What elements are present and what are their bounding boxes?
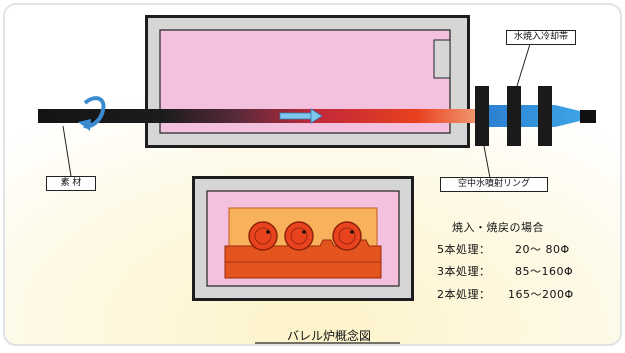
processing-heading: 焼入・焼戻の場合 [452, 221, 544, 234]
bar-exit [580, 110, 596, 123]
diagram-caption: バレル炉概念図 [287, 329, 372, 343]
processing-row-range: 85～160Φ [515, 265, 574, 278]
processing-row-label: 5本処理： [437, 243, 491, 256]
furnace-door-notch [433, 39, 451, 79]
ring-3 [538, 86, 552, 146]
label-cooling-section: 水焼入冷却帯 [506, 30, 576, 45]
water-spray-zone [483, 105, 580, 127]
leader-ring [483, 145, 491, 179]
ring-1 [475, 86, 489, 146]
processing-row-range: 20～ 80Φ [515, 243, 570, 256]
leader-cooling [516, 43, 531, 87]
cooling-rings [475, 86, 552, 146]
top-furnace [145, 15, 470, 148]
leader-material [62, 125, 72, 177]
rotation-arrow-icon [78, 96, 106, 131]
processing-row-label: 2本処理： [437, 288, 491, 301]
label-material: 素 材 [46, 176, 96, 191]
heated-bar [38, 109, 483, 123]
processing-row-range: 165～200Φ [508, 288, 574, 301]
label-water-ring: 空中水噴射リング [440, 177, 548, 192]
travel-arrow-icon [279, 108, 323, 124]
processing-row-label: 3本処理： [437, 265, 491, 278]
bar-cross-sections [248, 221, 362, 251]
ring-2 [507, 86, 521, 146]
